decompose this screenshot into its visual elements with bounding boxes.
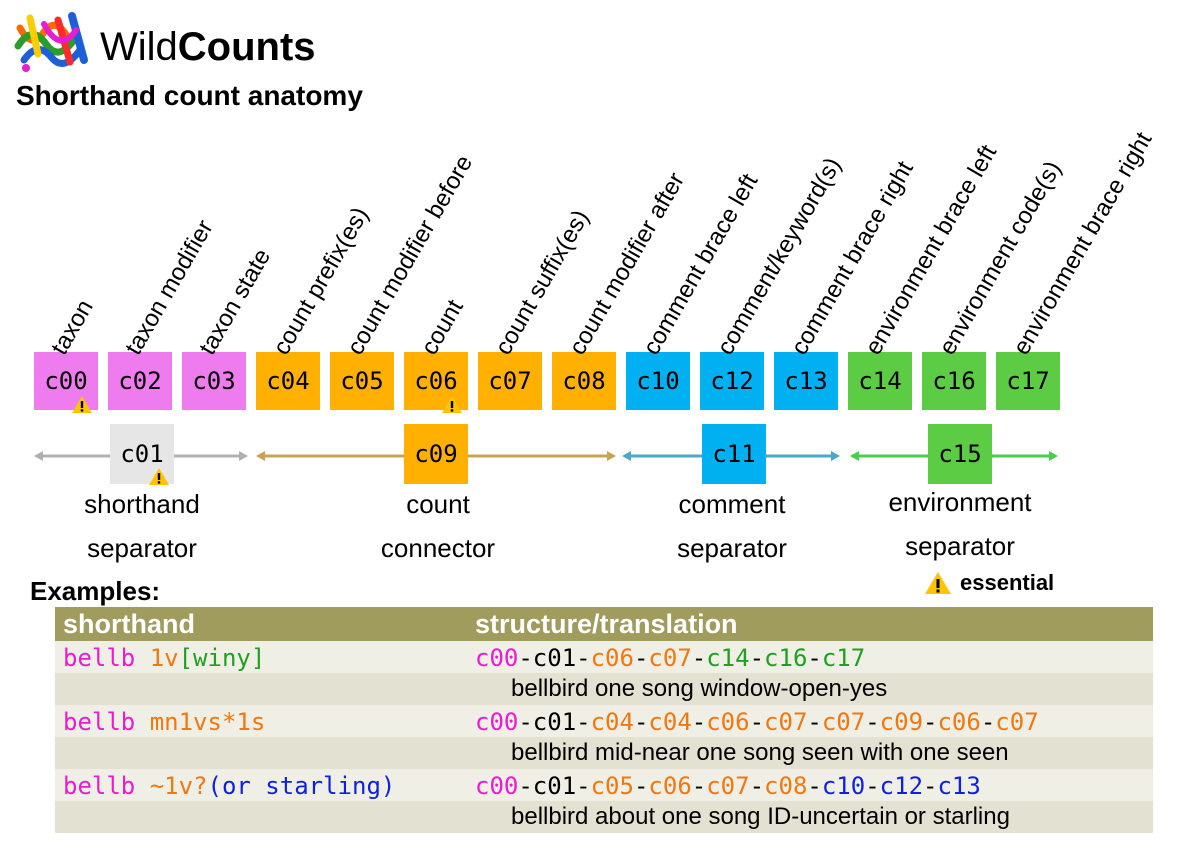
table-row: bellbird about one song ID-uncertain or …: [55, 801, 1153, 833]
component-box-c06: c06: [404, 352, 468, 410]
separator-caption-c01: shorthand separator: [32, 482, 252, 570]
component-box-c17: c17: [996, 352, 1060, 410]
component-box-c03: c03: [182, 352, 246, 410]
component-box-c08: c08: [552, 352, 616, 410]
page-title: Shorthand count anatomy: [16, 80, 363, 111]
arrow-right-icon: [831, 451, 840, 461]
column-header-shorthand: shorthand: [63, 609, 195, 639]
separator-caption-line1: shorthand: [84, 489, 200, 519]
arrow-right-icon: [1049, 451, 1058, 461]
separator-caption-line1: comment: [678, 489, 786, 519]
arrow-right-icon: [239, 451, 248, 461]
separator-caption-c11: comment separator: [622, 482, 842, 570]
table-row: bellb mn1vs*1s c00-c01-c04-c04-c06-c07-c0…: [55, 705, 1153, 737]
structure-cell: c00-c01-c05-c06-c07-c08-c10-c12-c13: [475, 772, 981, 800]
separator-caption-line1: count: [406, 489, 470, 519]
shorthand-cell: bellb 1v[winy]: [63, 644, 266, 672]
separator-caption-line2: separator: [677, 533, 787, 563]
arrow-left-icon: [850, 451, 859, 461]
component-box-c04: c04: [256, 352, 320, 410]
shorthand-cell: bellb ~1v?(or starling): [63, 772, 396, 800]
separator-box-c11: c11: [702, 424, 766, 484]
component-box-c00: c00: [34, 352, 98, 410]
separator-caption-line1: environment: [888, 487, 1032, 517]
legend: essential: [924, 570, 1054, 596]
arrow-left-icon: [622, 451, 631, 461]
table-row: bellb 1v[winy] c00-c01-c06-c07-c14-c16-c1…: [55, 641, 1153, 673]
structure-cell: c00-c01-c04-c04-c06-c07-c07-c09-c06-c07: [475, 708, 1039, 736]
separator-caption-c15: environment separator: [850, 480, 1070, 568]
table-row: bellbird one song window-open-yes: [55, 673, 1153, 705]
examples-heading: Examples:: [30, 576, 161, 606]
examples-table: shorthand structure/translation bellb 1v…: [55, 607, 1153, 833]
separator-box-c01: c01: [110, 424, 174, 484]
component-box-c14: c14: [848, 352, 912, 410]
essential-warning-icon: [71, 395, 93, 414]
separator-caption-line2: separator: [905, 531, 1015, 561]
translation-cell: bellbird one song window-open-yes: [511, 675, 888, 702]
arrow-right-icon: [607, 451, 616, 461]
arrow-left-icon: [256, 451, 265, 461]
legend-label: essential: [960, 570, 1055, 595]
arrow-left-icon: [34, 451, 43, 461]
component-box-c02: c02: [108, 352, 172, 410]
table-row: bellb ~1v?(or starling) c00-c01-c05-c06-c…: [55, 769, 1153, 801]
wildcounts-logo: [14, 10, 98, 81]
warning-icon: [925, 572, 951, 594]
table-row: bellbird mid-near one song seen with one…: [55, 737, 1153, 769]
component-box-c13: c13: [774, 352, 838, 410]
examples-table-header: shorthand structure/translation: [55, 607, 1153, 641]
brand-name: WildCounts: [100, 25, 316, 69]
essential-warning-icon: [148, 467, 170, 486]
separator-box-c09: c09: [404, 424, 468, 484]
component-box-c10: c10: [626, 352, 690, 410]
structure-cell: c00-c01-c06-c07-c14-c16-c17: [475, 644, 866, 672]
column-header-structure: structure/translation: [475, 609, 738, 639]
component-box-c05: c05: [330, 352, 394, 410]
separator-box-c15: c15: [928, 424, 992, 484]
separator-caption-line2: connector: [380, 533, 496, 563]
component-box-c07: c07: [478, 352, 542, 410]
translation-cell: bellbird mid-near one song seen with one…: [511, 739, 1009, 766]
essential-warning-icon: [441, 395, 463, 414]
separator-caption-line2: separator: [87, 533, 197, 563]
separator-caption-c09: count connector: [328, 482, 548, 570]
component-box-c12: c12: [700, 352, 764, 410]
shorthand-cell: bellb mn1vs*1s: [63, 708, 266, 736]
component-box-c16: c16: [922, 352, 986, 410]
translation-cell: bellbird about one song ID-uncertain or …: [511, 803, 1010, 830]
